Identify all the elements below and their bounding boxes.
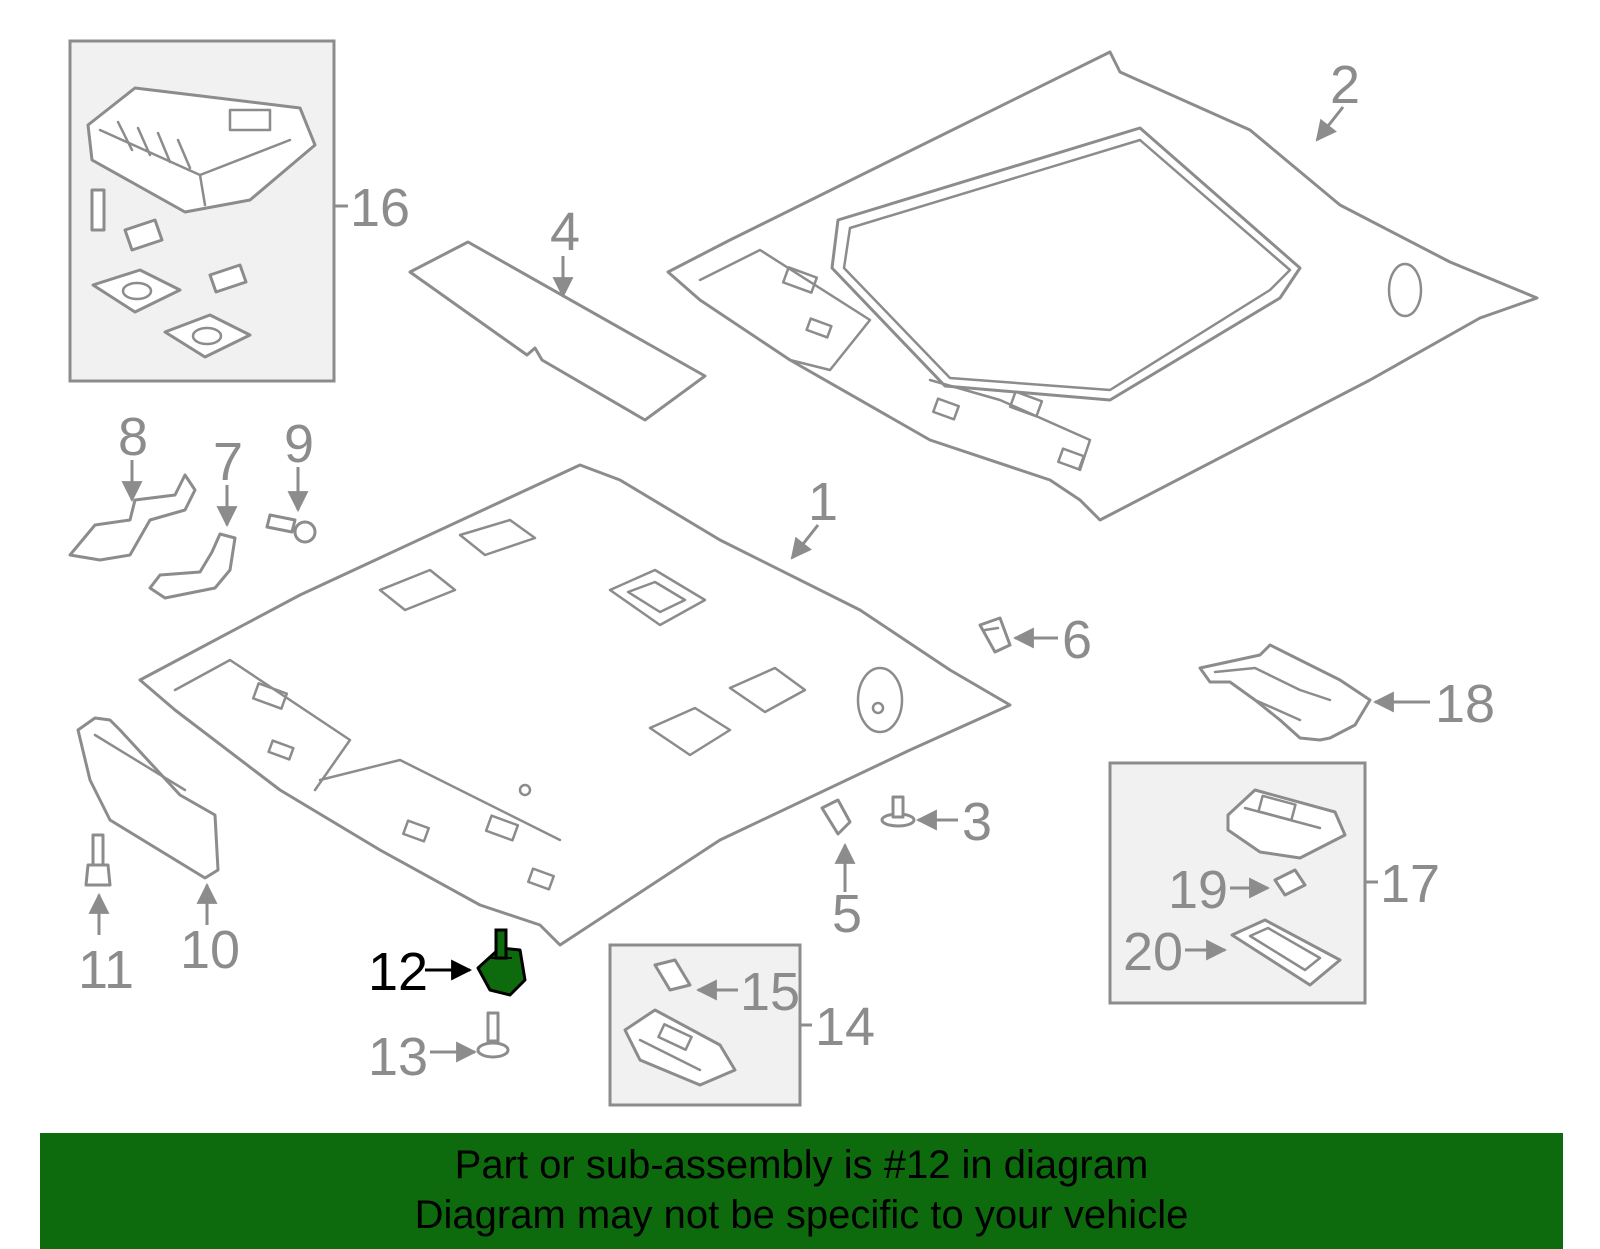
part-14-lamp-box [608, 943, 802, 1107]
part-4-pad [408, 240, 707, 422]
leader-1 [790, 524, 820, 560]
label-6: 6 [1062, 610, 1092, 670]
label-2: 2 [1330, 55, 1360, 115]
part-10-sun-visor [76, 716, 220, 880]
banner-line-1: Part or sub-assembly is #12 in diagram [454, 1143, 1149, 1187]
label-10: 10 [180, 920, 240, 980]
label-13: 13 [368, 1027, 428, 1087]
part-18-bracket [1198, 643, 1372, 742]
part-11-bolt [84, 833, 112, 887]
label-11: 11 [78, 940, 134, 1000]
part-17-lamp-box [1108, 761, 1367, 1005]
part-16-console-box [68, 39, 336, 383]
label-7: 7 [213, 432, 243, 492]
part-7-grab-handle [148, 532, 237, 600]
label-16: 16 [350, 178, 410, 238]
label-5: 5 [832, 884, 862, 944]
part-12-highlighted [476, 928, 527, 997]
label-4: 4 [550, 202, 580, 262]
part-5-clip [820, 798, 852, 836]
part-1-headliner [138, 463, 1012, 947]
part-13-screw [476, 1011, 510, 1059]
banner-line-2: Diagram may not be specific to your vehi… [414, 1193, 1189, 1237]
label-8: 8 [118, 407, 148, 467]
label-9: 9 [284, 414, 314, 474]
part-8-bracket [68, 473, 197, 562]
part-2-headliner-sunroof [666, 50, 1539, 522]
label-18: 18 [1435, 674, 1495, 734]
part-3-clip [880, 795, 916, 828]
part-info-banner: Part or sub-assembly is #12 in diagram D… [40, 1133, 1563, 1249]
label-17: 17 [1380, 854, 1440, 914]
part-6-clip [978, 616, 1012, 654]
label-1: 1 [808, 472, 838, 532]
label-14: 14 [815, 997, 875, 1057]
part-9-bolt [265, 513, 317, 544]
label-15: 15 [740, 962, 800, 1022]
label-19: 19 [1168, 860, 1228, 920]
label-3: 3 [962, 792, 992, 852]
label-12: 12 [368, 942, 428, 1002]
label-20: 20 [1123, 922, 1183, 982]
leader-2 [1315, 106, 1345, 142]
